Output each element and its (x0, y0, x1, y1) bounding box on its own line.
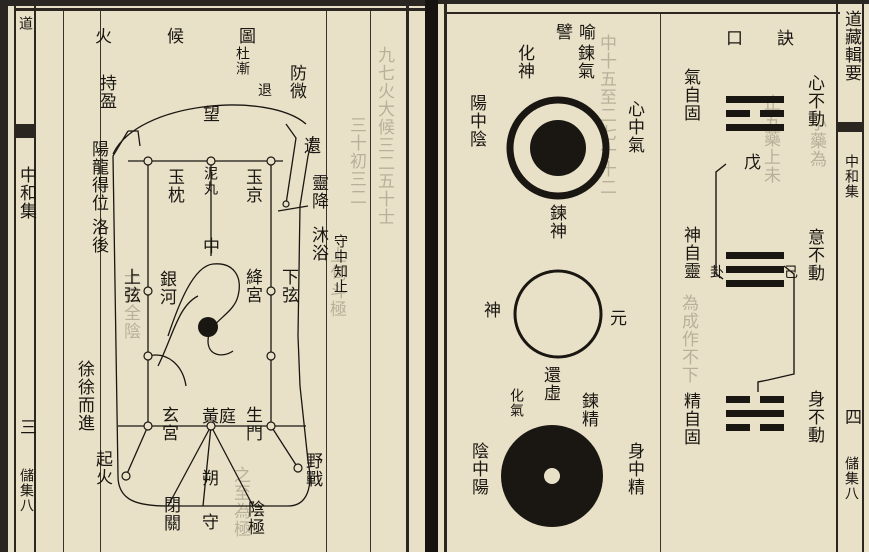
label-shou: 守 (202, 513, 219, 533)
label-yang-long: 陽龍得位 (88, 140, 108, 212)
label-xin-bu-dong: 心不動 (804, 74, 824, 128)
column-rule (63, 11, 64, 552)
bleed-column: 為成作不下 (678, 294, 698, 384)
label-wang: 望 (203, 105, 220, 125)
label-gua-mark: 卦 (710, 265, 724, 281)
label-xin-zhong-qi: 心中氣 (624, 100, 644, 154)
label-yin-he: 銀河 (156, 270, 176, 306)
label-shuo: 朔 (202, 469, 219, 489)
margin-rule (836, 4, 838, 552)
label-fang-wei: 防微 (286, 64, 306, 100)
label-huan-xu: 還虛 (540, 366, 560, 402)
label-xia-xian: 下弦 (278, 268, 298, 304)
label-ni-wan: 泥丸 (202, 166, 218, 196)
label-xuan-gong: 玄宮 (158, 406, 178, 442)
label-lian-shen: 鍊神 (546, 204, 566, 240)
label-yu-zhen: 玉枕 (164, 168, 184, 204)
margin-chapter: 中和集 (843, 154, 859, 199)
label-shang-xian: 上弦 (120, 268, 140, 304)
metaphor-diagram (501, 96, 795, 527)
label-lian-jing: 鍊精 (578, 392, 598, 428)
bleed-column: 中十五至二七十十二 (596, 34, 616, 196)
label-qi-zi-gu: 氣自固 (680, 68, 700, 122)
label-wu: 戊 (744, 153, 761, 173)
label-ye-zhan: 野戰 (302, 452, 322, 488)
left-page: 九七火大候三二五十士 三十初三二 上旬斗極 之至為極 十日全陰 道 中和集 三 … (8, 6, 425, 552)
page-border (444, 4, 447, 552)
margin-set: 儲集八 (843, 456, 859, 501)
label-jing-zi-gu: 精自固 (680, 392, 700, 446)
label-yuan: 元 (610, 309, 627, 329)
label-shen-zi-ling: 神自靈 (680, 226, 700, 280)
label-tui: 退 (258, 83, 272, 99)
page-border (862, 4, 864, 552)
label-mu-yu: 沐浴 (308, 226, 328, 262)
fire-phase-diagram (112, 104, 314, 507)
label-sheng-men: 生門 (242, 406, 262, 442)
label-bi-guan: 閉關 (160, 496, 180, 532)
label-shen-zhong-jing: 身中精 (624, 442, 644, 496)
margin-title: 道 (17, 16, 33, 31)
bleed-column: 三十初三二 (346, 116, 366, 206)
bleed-column: 小藥為 (806, 114, 826, 168)
label-lian-qi: 鍊氣 (574, 44, 594, 80)
label-yin-ji: 陰極 (244, 500, 264, 536)
margin-set: 儲集八 (18, 468, 34, 513)
label-huang-ting: 黃庭 (202, 407, 236, 427)
label-shou-zhong: 守中知止 (332, 234, 348, 294)
label-shen-bu-dong: 身不動 (804, 390, 824, 444)
fish-tail-mark (16, 124, 34, 138)
margin-juan: 三 (16, 418, 36, 436)
top-border (444, 12, 840, 14)
book-spine (425, 0, 438, 552)
label-huan: 還 (304, 137, 321, 157)
label-ling-jiang: 靈降 (308, 174, 328, 210)
label-yi-bu-dong: 意不動 (804, 228, 824, 282)
label-ji: 己 (784, 265, 798, 281)
label-hua-shen: 化神 (514, 44, 534, 80)
label-zhong: 中 (203, 237, 220, 257)
label-shen: 神 (484, 301, 501, 321)
margin-chapter: 中和集 (16, 166, 36, 220)
bleed-column: 上旬斗極 (326, 246, 346, 318)
column-rule (660, 14, 661, 552)
label-du-jian: 杜漸 (234, 46, 250, 76)
fish-tail-mark (838, 122, 862, 132)
margin-rule (34, 6, 36, 552)
label-yu-jing: 玉京 (242, 168, 262, 204)
label-luo-hou: 洛後 (88, 218, 108, 254)
label-qi-huo: 起火 (92, 450, 112, 486)
metaphor-title: 譬喻 (556, 23, 602, 43)
label-chi-ying: 持盈 (96, 74, 116, 110)
diagram-title: 火候圖 (95, 27, 311, 47)
label-yang-zhong-yin: 陽中陰 (466, 94, 486, 148)
margin-title: 道藏輯要 (841, 10, 861, 82)
column-rule (326, 11, 327, 552)
label-jiang-gong: 絳宮 (242, 268, 262, 304)
page-border (14, 6, 16, 552)
column-rule (100, 11, 101, 552)
bleed-column: 十日全陰 (120, 268, 140, 340)
margin-juan: 四 (841, 408, 861, 426)
top-border (16, 8, 425, 11)
page-border (406, 6, 409, 552)
kou-jue-title: 口訣 (726, 29, 828, 49)
bleed-column: 之至為極 (230, 466, 250, 538)
bleed-column: 九七火大候三二五十士 (374, 46, 394, 226)
label-yin-zhong-yang: 陰中陽 (468, 442, 488, 496)
right-page: 中十五至二七十十二 為成作不下 止五藥上未 小藥為 道藏輯要 中和集 四 儲集八 (438, 4, 869, 552)
column-rule (370, 11, 371, 552)
label-hua-qi: 化氣 (508, 388, 524, 418)
label-xu-xu: 徐徐而進 (74, 360, 94, 432)
